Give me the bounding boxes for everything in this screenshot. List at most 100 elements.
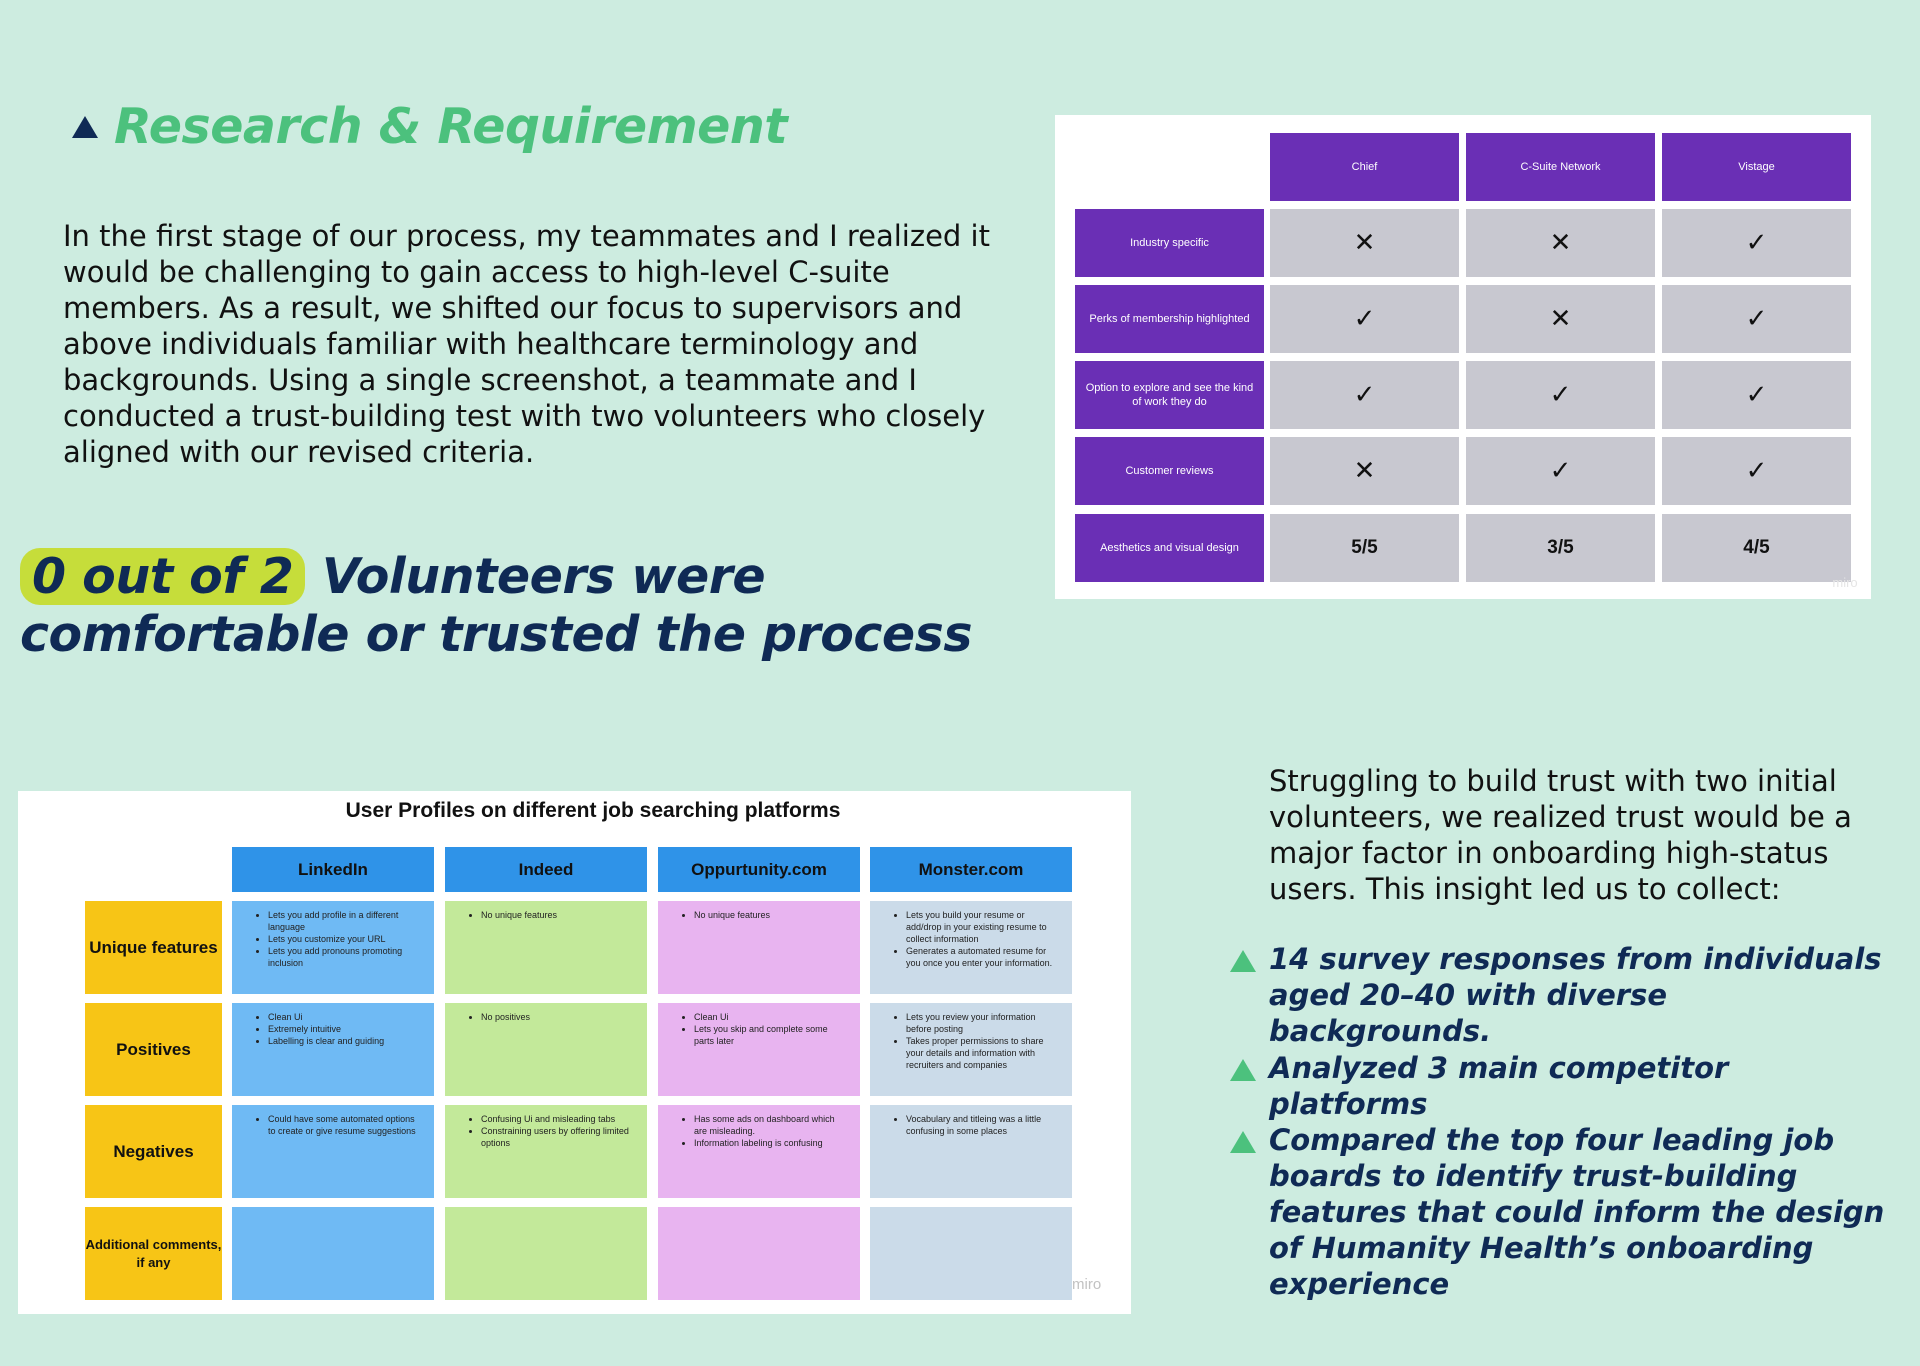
note-list: Lets you add profile in a different lang… [244, 909, 422, 969]
note-item: No unique features [481, 909, 635, 921]
row-label: Customer reviews [1075, 437, 1264, 505]
note-cell [232, 1207, 434, 1300]
row-label: Additional comments, if any [85, 1207, 222, 1300]
column-header: Vistage [1662, 133, 1851, 201]
check-cell: ✓ [1466, 361, 1655, 429]
note-item: No positives [481, 1011, 635, 1023]
note-item: Lets you skip and complete some parts la… [694, 1023, 848, 1047]
row-label: Unique features [85, 901, 222, 994]
column-header: LinkedIn [232, 847, 434, 892]
user-profiles-table: User Profiles on different job searching… [18, 791, 1131, 1314]
bullet-item: Compared the top four leading job boards… [1230, 1122, 1889, 1302]
note-list: Vocabulary and titleing was a little con… [882, 1113, 1060, 1137]
note-item: Takes proper permissions to share your d… [906, 1035, 1060, 1071]
cross-icon: ✕ [1549, 304, 1572, 334]
triangle-bullet-icon [72, 115, 98, 138]
cross-icon: ✕ [1549, 228, 1572, 258]
miro-watermark: miro [1072, 1276, 1102, 1293]
note-list: Clean UiExtremely intuitiveLabelling is … [244, 1011, 422, 1047]
check-icon: ✓ [1745, 456, 1768, 486]
note-item: Lets you add profile in a different lang… [268, 909, 422, 933]
score-cell: 4/5 [1662, 514, 1851, 582]
cross-cell: ✕ [1466, 209, 1655, 277]
note-cell [870, 1207, 1072, 1300]
cross-cell: ✕ [1270, 437, 1459, 505]
note-cell: Has some ads on dashboard which are misl… [658, 1105, 860, 1198]
column-header: Monster.com [870, 847, 1072, 892]
note-item: Confusing Ui and misleading tabs [481, 1113, 635, 1125]
stat-text: Volunteers were comfortable or trusted t… [20, 548, 973, 663]
triangle-bullet-icon [1230, 950, 1256, 972]
note-item: No unique features [694, 909, 848, 921]
note-cell: Lets you review your information before … [870, 1003, 1072, 1096]
note-cell: Lets you add profile in a different lang… [232, 901, 434, 994]
check-icon: ✓ [1745, 228, 1768, 258]
bullet-text: Compared the top four leading job boards… [1269, 1123, 1885, 1301]
check-icon: ✓ [1549, 456, 1572, 486]
cross-icon: ✕ [1353, 228, 1376, 258]
note-cell: Vocabulary and titleing was a little con… [870, 1105, 1072, 1198]
check-cell: ✓ [1662, 285, 1851, 353]
row-label: Aesthetics and visual design [1075, 514, 1264, 582]
note-item: Extremely intuitive [268, 1023, 422, 1035]
note-list: No positives [457, 1011, 635, 1023]
stat-highlight: 0 out of 2 [20, 548, 306, 605]
column-header: Oppurtunity.com [658, 847, 860, 892]
bullet-item: Analyzed 3 main competitor platforms [1230, 1050, 1889, 1122]
check-cell: ✓ [1662, 209, 1851, 277]
note-item: Generates a automated resume for you onc… [906, 945, 1060, 969]
score-value: 4/5 [1743, 537, 1770, 558]
note-item: Could have some automated options to cre… [268, 1113, 422, 1137]
note-cell: Clean UiExtremely intuitiveLabelling is … [232, 1003, 434, 1096]
triangle-bullet-icon [1230, 1131, 1256, 1153]
row-label: Perks of membership highlighted [1075, 285, 1264, 353]
note-cell: No unique features [658, 901, 860, 994]
note-list: Lets you build your resume or add/drop i… [882, 909, 1060, 969]
note-item: Clean Ui [694, 1011, 848, 1023]
table-title: User Profiles on different job searching… [345, 799, 841, 822]
note-item: Lets you add pronouns promoting inclusio… [268, 945, 422, 969]
score-value: 3/5 [1547, 537, 1574, 558]
note-cell [445, 1207, 647, 1300]
bullet-item: 14 survey responses from individuals age… [1230, 941, 1889, 1049]
note-item: Information labeling is confusing [694, 1137, 848, 1149]
insight-paragraph: Struggling to build trust with two initi… [1269, 764, 1852, 906]
check-icon: ✓ [1745, 380, 1768, 410]
note-list: Clean UiLets you skip and complete some … [670, 1011, 848, 1047]
check-icon: ✓ [1353, 304, 1376, 334]
check-cell: ✓ [1662, 437, 1851, 505]
note-cell: No positives [445, 1003, 647, 1096]
note-item: Constraining users by offering limited o… [481, 1125, 635, 1149]
note-item: Labelling is clear and guiding [268, 1035, 422, 1047]
note-item: Has some ads on dashboard which are misl… [694, 1113, 848, 1137]
column-header: C-Suite Network [1466, 133, 1655, 201]
score-value: 5/5 [1351, 537, 1378, 558]
check-cell: ✓ [1466, 437, 1655, 505]
bullet-text: Analyzed 3 main competitor platforms [1269, 1051, 1729, 1121]
column-header: Indeed [445, 847, 647, 892]
note-list: Has some ads on dashboard which are misl… [670, 1113, 848, 1149]
note-list: Could have some automated options to cre… [244, 1113, 422, 1137]
cross-cell: ✕ [1466, 285, 1655, 353]
check-icon: ✓ [1745, 304, 1768, 334]
check-icon: ✓ [1353, 380, 1376, 410]
note-list: No unique features [457, 909, 635, 921]
key-stat: 0 out of 2 Volunteers were comfortable o… [20, 548, 1020, 664]
cross-cell: ✕ [1270, 209, 1459, 277]
note-cell: Clean UiLets you skip and complete some … [658, 1003, 860, 1096]
note-list: No unique features [670, 909, 848, 921]
note-cell: Confusing Ui and misleading tabsConstrai… [445, 1105, 647, 1198]
score-cell: 3/5 [1466, 514, 1655, 582]
row-label: Option to explore and see the kind of wo… [1075, 361, 1264, 429]
row-label: Industry specific [1075, 209, 1264, 277]
check-cell: ✓ [1270, 285, 1459, 353]
page-title: Research & Requirement [114, 98, 788, 155]
section-heading: Research & Requirement [72, 98, 788, 155]
note-item: Lets you review your information before … [906, 1011, 1060, 1035]
row-label: Negatives [85, 1105, 222, 1198]
note-list: Lets you review your information before … [882, 1011, 1060, 1071]
check-cell: ✓ [1270, 361, 1459, 429]
note-item: Lets you customize your URL [268, 933, 422, 945]
intro-paragraph: In the first stage of our process, my te… [63, 219, 990, 469]
